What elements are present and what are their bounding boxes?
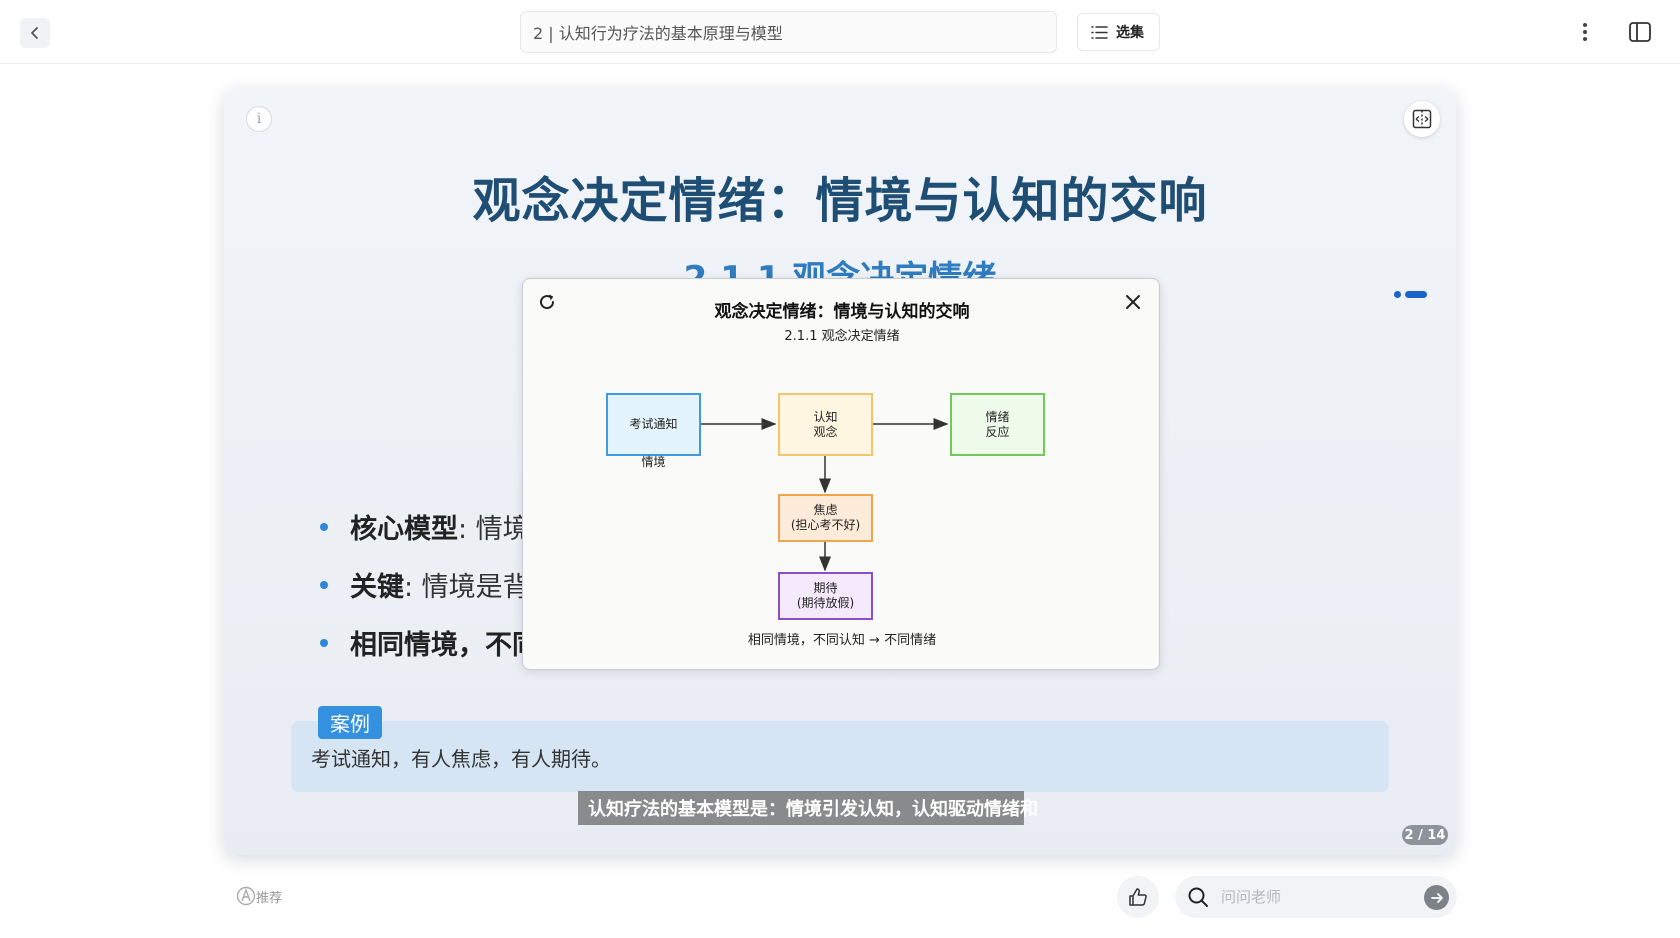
recommend-icon (236, 886, 256, 906)
slide-progress-indicator[interactable] (1394, 291, 1427, 298)
case-tag: 案例 (318, 706, 382, 739)
bullet-item: 核心模型: 情境 (320, 507, 539, 565)
top-bar: 2 | 认知行为疗法的基本原理与模型 选集 (0, 0, 1680, 64)
search-icon (1188, 887, 1208, 907)
info-icon: i (256, 111, 262, 127)
case-text: 考试通知，有人焦虑，有人期待。 (311, 747, 611, 771)
node-emotion: 情绪 反应 (950, 393, 1045, 456)
back-button[interactable] (20, 18, 50, 48)
bullet-key: 关键 (350, 572, 404, 603)
diagram-title: 观念决定情绪：情境与认知的交响 (714, 302, 970, 322)
bullet-key: 核心模型 (350, 514, 458, 545)
diagram-footer: 相同情境，不同认知 → 不同情绪 (747, 633, 937, 648)
more-vertical-icon (1583, 23, 1587, 41)
node-situation: 考试通知 (606, 393, 701, 456)
bullet-key: 相同情境，不同 (350, 630, 539, 661)
recommend-label: 推荐 (256, 890, 283, 906)
close-button[interactable] (1122, 291, 1144, 313)
refresh-icon (540, 294, 555, 310)
thumbs-up-icon (1129, 888, 1147, 906)
diagram-popup: 观念决定情绪：情境与认知的交响 2.1.1 观念决定情绪 考试通知 情境 认知 … (522, 278, 1160, 670)
subtitle-caption: 认知疗法的基本模型是：情境引发认知，认知驱动情绪和 (578, 791, 1038, 825)
bullet-text: : 情境 (458, 514, 530, 545)
bullet-item: 关键: 情境是背 (320, 565, 539, 623)
list-icon (1091, 25, 1108, 39)
bullet-item: 相同情境，不同 (320, 623, 539, 681)
split-view-icon (1412, 109, 1432, 129)
bullet-text: : 情境是背 (404, 572, 530, 603)
like-button[interactable] (1117, 876, 1159, 918)
close-icon (1126, 295, 1140, 309)
progress-dot (1394, 291, 1401, 298)
lesson-title: 2 | 认知行为疗法的基本原理与模型 (533, 24, 783, 43)
chevron-left-icon (31, 27, 38, 39)
recommend-button[interactable]: 推荐 (236, 885, 282, 907)
ask-teacher-box (1175, 876, 1457, 918)
diagram-subtitle: 2.1.1 观念决定情绪 (784, 329, 900, 344)
send-button[interactable] (1424, 885, 1449, 910)
split-view-button[interactable] (1404, 101, 1440, 137)
node-expect: 期待 (期待放假) (778, 572, 873, 620)
lesson-title-field[interactable]: 2 | 认知行为疗法的基本原理与模型 (520, 11, 1057, 53)
slide-title: 观念决定情绪：情境与认知的交响 (472, 173, 1208, 229)
diagram-arrows (701, 418, 949, 572)
sidebar-toggle-button[interactable] (1626, 18, 1654, 46)
node-cognition: 认知 观念 (778, 393, 873, 456)
ask-teacher-input[interactable] (1221, 888, 1416, 906)
case-box (291, 721, 1389, 792)
collection-button[interactable]: 选集 (1077, 13, 1160, 51)
page-indicator: 2 / 14 (1402, 825, 1448, 845)
node-situation-label: 情境 (641, 455, 666, 469)
arrow-right-icon (1430, 892, 1443, 903)
progress-dash-active (1405, 291, 1427, 298)
sidebar-toggle-icon (1629, 22, 1651, 42)
node-anxiety: 焦虑 (担心考不好) (778, 494, 873, 542)
bullet-list: 核心模型: 情境 关键: 情境是背 相同情境，不同 (320, 507, 539, 681)
more-button[interactable] (1573, 18, 1597, 46)
refresh-button[interactable] (536, 291, 558, 313)
collection-label: 选集 (1116, 25, 1144, 41)
info-button[interactable]: i (246, 106, 272, 132)
